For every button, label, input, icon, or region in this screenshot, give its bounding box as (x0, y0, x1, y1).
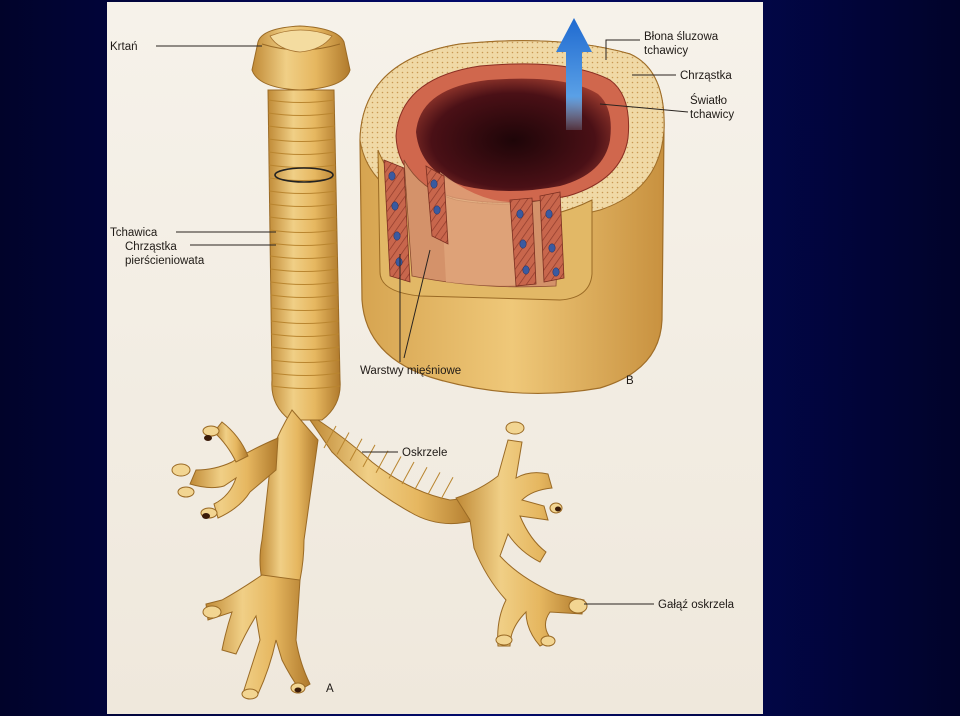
trachea-ring-line (271, 346, 340, 351)
lumen-shape (416, 78, 611, 191)
bronchus-ring-line (388, 456, 402, 479)
bronchus-ring-line (362, 444, 376, 468)
left-upper-branch-shape (189, 437, 279, 519)
cell-nucleus (522, 265, 530, 275)
trachea-ring-line (271, 333, 339, 338)
trachea-ring-line (270, 307, 339, 312)
bronchus-ring-line (349, 438, 363, 462)
cell-nucleus (433, 205, 441, 215)
label-muscle-layers: Warstwy mięśniowe (360, 365, 461, 377)
label-ring-cartilage-2: pierścieniowata (125, 255, 205, 267)
label-larynx: Krtań (110, 41, 138, 53)
cell-nucleus (519, 239, 527, 249)
trachea-ring-line (270, 294, 339, 299)
trachea-ring-line (270, 268, 338, 273)
label-figure-a: A (326, 683, 334, 695)
label-mucosa-2: tchawicy (644, 45, 688, 57)
larynx-shape (251, 25, 351, 91)
label-figure-b: B (626, 375, 634, 387)
label-bronchus: Oskrzele (402, 447, 447, 459)
trachea-ring-line (270, 255, 338, 260)
cell-nucleus (393, 231, 401, 241)
label-cartilage: Chrząstka (680, 70, 732, 82)
cell-nucleus (395, 257, 403, 267)
trachea-ring-line (268, 151, 336, 156)
bronchus-ring-line (401, 461, 415, 485)
cell-nucleus (516, 209, 524, 219)
trachea-ring-line (270, 320, 339, 325)
trachea-ring-line (271, 372, 340, 377)
trachea-ring-line (269, 203, 337, 208)
bronchus-ring-line (323, 425, 337, 449)
trachea-ring-line (271, 359, 340, 364)
cell-nucleus (548, 243, 556, 253)
bronchus-ring-line (427, 472, 441, 495)
bronchus-ring-line (414, 467, 428, 490)
bronchus-ring-line (375, 450, 389, 474)
trachea-ring-line (268, 99, 335, 104)
label-lumen-1: Światło (690, 94, 727, 107)
cell-nucleus (552, 267, 560, 277)
left-bronchus-shape (259, 409, 319, 581)
label-trachea: Tchawica (110, 227, 158, 239)
label-lumen-2: tchawicy (690, 109, 734, 121)
trachea-ring-line (269, 190, 337, 195)
trachea-ring-line (270, 281, 338, 286)
label-ring-cartilage-1: Chrząstka (125, 241, 177, 253)
trachea-ring-line (269, 229, 337, 234)
highlighted-ring (274, 167, 334, 183)
trachea-tree (171, 25, 588, 700)
trachea-ring-line (271, 385, 340, 390)
airflow-arrow (556, 18, 592, 130)
trachea-ring-line (268, 112, 335, 117)
trachea-ring-line (269, 242, 338, 247)
trachea-ring-line (269, 216, 337, 221)
cell-nucleus (430, 179, 438, 189)
cross-section-block (359, 18, 665, 395)
right-branches-shape (455, 439, 585, 647)
cell-nucleus (391, 201, 399, 211)
muscle-strip-right-2 (539, 191, 565, 283)
trachea-ring-line (268, 138, 336, 143)
label-mucosa-1: Błona śluzowa (644, 31, 719, 43)
left-lower-branch-shape (205, 574, 311, 695)
cell-nuclei (388, 171, 560, 277)
trachea-ring-line (268, 125, 335, 130)
cell-nucleus (388, 171, 396, 181)
bronchus-rings (323, 425, 454, 500)
bronchus-ring-line (440, 477, 454, 500)
labels: Krtań Tchawica Chrząstka pierścieniowata… (110, 31, 735, 695)
label-bronchus-branch: Gałąź oskrzela (658, 599, 735, 611)
muscle-strip-left (383, 159, 411, 283)
leader-lines (156, 39, 689, 605)
cell-nucleus (545, 209, 553, 219)
bronchus-ring-line (336, 432, 350, 455)
